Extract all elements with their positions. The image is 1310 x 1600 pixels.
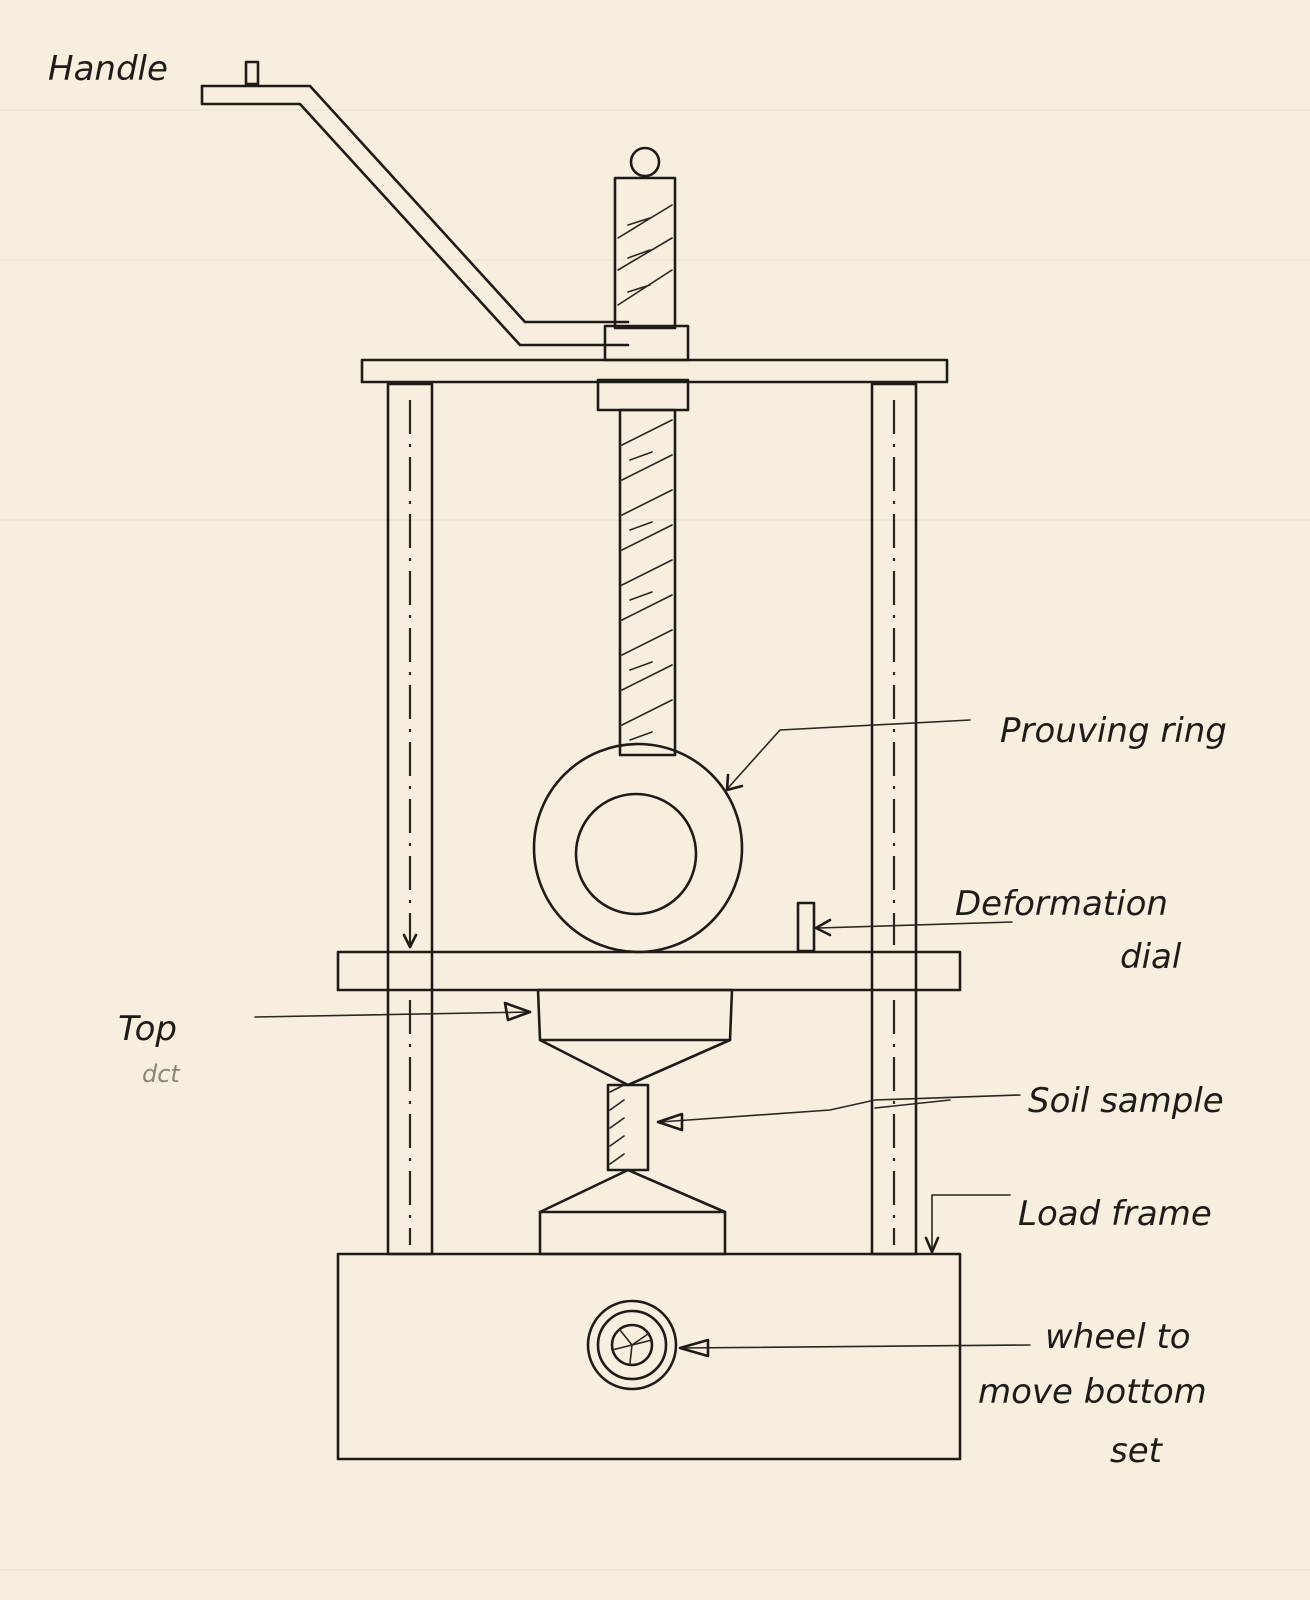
left-column bbox=[386, 382, 434, 1256]
wheel-icon bbox=[586, 1299, 678, 1391]
paper-rules bbox=[0, 109, 1310, 1571]
screw-shaft-lower bbox=[618, 408, 677, 757]
label-handle: Handle bbox=[48, 49, 168, 89]
bottom-nut bbox=[596, 378, 690, 412]
top-cap bbox=[536, 988, 734, 1087]
base-box bbox=[336, 1252, 962, 1461]
deformation-dial bbox=[796, 901, 816, 953]
bottom-pedestal bbox=[538, 1168, 727, 1256]
label-proving-ring: Prouving ring bbox=[1000, 711, 1227, 751]
leader-lines bbox=[254, 719, 1031, 1358]
label-load-frame: Load frame bbox=[1018, 1194, 1212, 1234]
label-top-sub: dct bbox=[142, 1060, 181, 1088]
label-wheel-2: move bottom bbox=[978, 1372, 1207, 1412]
label-wheel-3: set bbox=[1110, 1431, 1164, 1471]
soil-sample bbox=[606, 1083, 650, 1172]
handle-crank bbox=[200, 60, 630, 347]
label-top: Top bbox=[118, 1009, 177, 1049]
screw-shaft-upper bbox=[613, 176, 677, 330]
label-deformation-dial-2: dial bbox=[1120, 937, 1182, 977]
shaft-knob bbox=[629, 146, 661, 178]
label-deformation-dial-1: Deformation bbox=[955, 884, 1168, 924]
top-nut bbox=[603, 324, 690, 362]
label-soil-sample: Soil sample bbox=[1028, 1081, 1224, 1121]
proving-ring bbox=[532, 742, 744, 954]
right-column bbox=[870, 382, 918, 1256]
top-crossbeam bbox=[360, 358, 949, 384]
label-wheel-1: wheel to bbox=[1045, 1317, 1191, 1357]
